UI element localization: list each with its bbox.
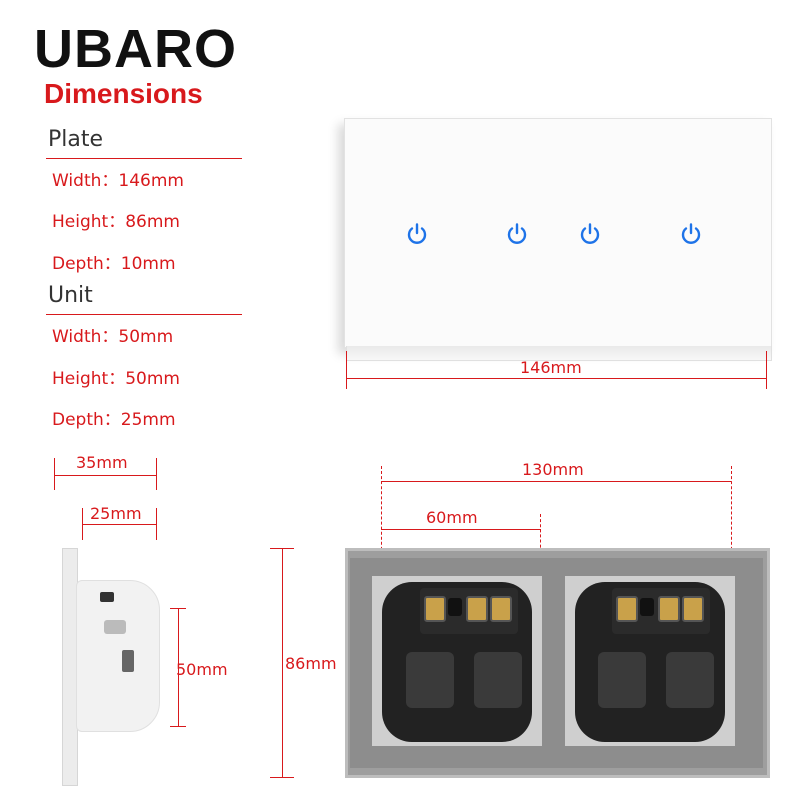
module-vent-right: [666, 652, 714, 708]
unit-height-dim-line: [178, 608, 179, 726]
brand-logo: UBARO: [34, 19, 237, 79]
side-unit-depth-label: 25mm: [90, 504, 142, 523]
plate-depth-spec: Depth：10mm: [52, 254, 176, 274]
module-vent-right: [474, 652, 522, 708]
plate-width-spec: Width：146mm: [52, 171, 184, 191]
module-vent-left: [406, 652, 454, 708]
terminal-screw: [658, 596, 680, 622]
switch-plate-front: [344, 118, 772, 348]
side-view-terminal: [100, 592, 114, 602]
unit-height-spec: Height：50mm: [52, 369, 180, 389]
power-icon[interactable]: [405, 222, 429, 246]
module-vent-left: [598, 652, 646, 708]
side-view-clip: [104, 620, 126, 634]
dim-tick-right: [766, 351, 767, 389]
side-view-module: [76, 580, 160, 732]
unit-height-dim-label: 50mm: [176, 660, 228, 679]
terminal-screw: [466, 596, 488, 622]
dim-tick-left: [346, 351, 347, 389]
plate-section-divider: [46, 158, 242, 159]
unit-depth-spec: Depth：25mm: [52, 410, 176, 430]
terminal-screw: [616, 596, 638, 622]
dimensions-title: Dimensions: [44, 78, 203, 109]
terminal-screw: [682, 596, 704, 622]
side-unit-tick-left: [82, 508, 83, 540]
terminal-slot: [640, 598, 654, 616]
plate-height-dim-label: 86mm: [285, 654, 337, 673]
unit-height-tick-bottom: [170, 726, 186, 727]
plate-height-spec: Height：86mm: [52, 212, 180, 232]
spacing-total-line: [381, 481, 731, 482]
unit-width-spec: Width：50mm: [52, 327, 174, 347]
power-icon[interactable]: [505, 222, 529, 246]
power-icon[interactable]: [578, 222, 602, 246]
side-unit-tick-right: [156, 508, 157, 540]
plate-section-title: Plate: [48, 127, 104, 152]
plate-height-dim-line: [282, 548, 283, 778]
unit-section-divider: [46, 314, 242, 315]
terminal-screw: [424, 596, 446, 622]
plate-width-dim-label: 146mm: [520, 358, 582, 377]
spacing-module-label: 60mm: [426, 508, 478, 527]
plate-width-dim-line: [346, 378, 767, 379]
side-view-connector: [122, 650, 134, 672]
spacing-module-line: [381, 529, 541, 530]
side-total-tick-right: [156, 458, 157, 490]
terminal-screw: [490, 596, 512, 622]
side-unit-depth-line: [82, 524, 157, 525]
spacing-total-label: 130mm: [522, 460, 584, 479]
power-icon[interactable]: [679, 222, 703, 246]
terminal-slot: [448, 598, 462, 616]
unit-section-title: Unit: [48, 283, 93, 308]
side-total-depth-line: [54, 475, 157, 476]
side-total-tick-left: [54, 458, 55, 490]
side-total-depth-label: 35mm: [76, 453, 128, 472]
